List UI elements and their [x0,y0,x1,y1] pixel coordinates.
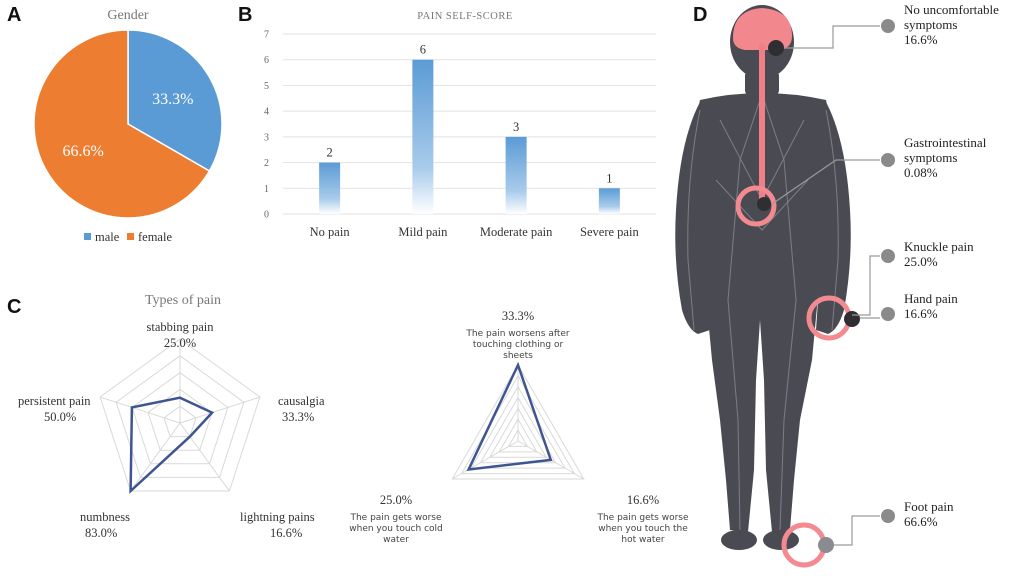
pie-slice-male [127,29,223,173]
annotation-foot-pain: Foot pain 66.6% [904,499,957,529]
annotation-dot-foot [881,509,895,523]
radar-spoke [179,396,261,424]
annotation-dot-no-symptoms [881,19,895,33]
y-tick-label: 1 [264,184,269,195]
body-diagram: No uncomfortable symptoms 16.6% Gastroin… [675,2,1002,568]
bar-severe-pain [598,188,620,214]
annotation-hand-pain: Hand pain 16.6% [904,291,961,321]
radar2-axis-label: The pain gets worse [596,513,688,523]
radar-series-line [129,396,215,494]
bar-value-label: 2 [327,146,333,160]
annotation-no-symptoms: No uncomfortable symptoms 16.6% [904,2,1002,47]
y-tick-label: 3 [264,132,269,143]
radar2-value-label: 25.0% [380,493,412,507]
radar-spoke [179,422,230,492]
bar-no-pain [319,162,341,214]
y-tick-label: 2 [264,158,269,169]
radar-grid-ring [507,429,529,447]
radar-spoke [451,440,519,480]
bar-moderate-pain [505,136,527,214]
radar2-axis-label: hot water [621,535,665,545]
annotation-knuckle-pain: Knuckle pain 25.0% [904,239,977,269]
radar-grid-ring [115,355,245,478]
pie-title: Gender [107,8,149,23]
radar2-axis-label: water [383,535,409,545]
legend-swatch-male [84,233,91,240]
y-tick-label: 4 [264,107,269,118]
foot-marker [818,537,834,553]
radar2-value-label: 33.3% [502,309,534,323]
pie-slice-label: 33.3% [152,91,193,108]
radar2-axis-label: The pain gets worse [349,513,441,523]
pie-slice-female [33,29,211,219]
stomach-highlight-circle [735,185,777,227]
y-tick-label: 6 [264,55,269,66]
radar2-axis-label: when you touch the [598,524,688,534]
radar-title: Types of pain [145,293,221,308]
radar-grid-ring [131,371,229,465]
bar-value-label: 6 [420,43,426,57]
panel-letter-b: B [238,4,253,26]
pie-slice-label: 66.6% [63,143,104,160]
annotation-gastrointestinal: Gastrointestinal symptoms 0.08% [904,135,990,180]
radar-grid-ring [99,338,261,492]
radar2-axis-label: touching clothing or [473,340,564,350]
gender-pie-chart: Gender 33.3% 66.6% male female [33,8,223,244]
radar-grid-ring [498,418,538,453]
annotation-leaders [771,25,880,546]
bar-value-label: 1 [606,171,612,185]
bar-value-label: 3 [513,120,519,134]
radar2-axis-label: sheets [503,351,533,361]
radar-grid-ring [451,363,585,480]
x-tick-label: Moderate pain [480,225,553,239]
radar-spoke [99,396,181,424]
panel-letter-a: A [7,4,22,26]
x-tick-label: No pain [310,225,351,239]
legend-label-male: male [95,230,120,244]
annotation-dot-hand [881,307,895,321]
stomach-marker [757,197,771,211]
panel-letter-d: D [693,4,708,26]
legend-label-female: female [138,230,172,244]
radar-series-line [466,361,553,472]
legend-swatch-female [127,233,134,240]
head-marker [768,40,784,56]
y-tick-label: 7 [264,30,269,41]
annotation-dot-knuckle [881,249,895,263]
radar-grid-ring [470,385,566,469]
panel-letter-c: C [7,296,22,318]
bar-mild-pain [412,59,434,214]
brain-icon [733,8,792,50]
radar2-axis-label: when you touch cold [349,524,443,534]
hand-marker [844,311,860,327]
annotation-dot-gastro [881,153,895,167]
radar-grid-ring [163,405,197,438]
y-tick-label: 0 [264,210,269,221]
radar2-value-label: 16.6% [627,493,659,507]
radar2-axis-label: The pain worsens after [465,329,570,339]
pie-legend: male female [84,230,172,244]
nerve-lines [687,99,839,531]
radar-spoke [130,422,181,492]
x-tick-label: Severe pain [580,225,639,239]
y-tick-label: 5 [264,81,269,92]
bar-title: PAIN SELF-SCORE [417,11,513,22]
radar-grid-ring [488,407,548,458]
x-tick-label: Mild pain [398,225,448,239]
